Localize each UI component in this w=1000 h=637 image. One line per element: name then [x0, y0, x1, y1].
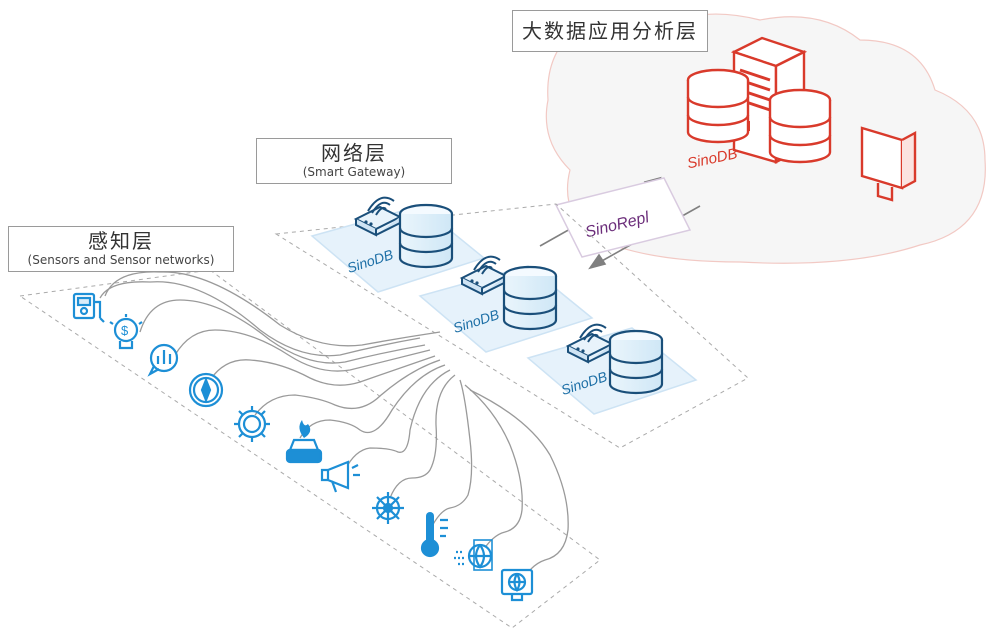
globe-stream-icon	[454, 539, 493, 571]
network-layer-title: 网络层	[321, 141, 387, 165]
gateway-node-1: SinoDB	[310, 196, 486, 293]
sensor-connection-lines	[99, 271, 569, 586]
globe-screen-icon	[500, 568, 534, 602]
network-layer-region	[274, 203, 749, 449]
red-database-icon	[686, 68, 750, 144]
cloud-layer-title-box: 大数据应用分析层	[512, 10, 708, 52]
network-layer-title-box: 网络层 (Smart Gateway)	[256, 138, 452, 184]
gear-icon	[234, 406, 270, 442]
megaphone-icon	[320, 460, 360, 493]
monitor-icon	[860, 126, 917, 202]
thermometer-icon	[420, 512, 448, 558]
compass-icon	[188, 372, 224, 408]
chat-bar-chart-icon	[147, 343, 179, 377]
sensor-layer-subtitle: (Sensors and Sensor networks)	[27, 253, 215, 267]
sinorepl-box	[554, 177, 692, 258]
sensor-layer-region	[18, 269, 601, 629]
gateway-node-3: SinoDB	[526, 323, 698, 415]
sensor-layer-title-box: 感知层 (Sensors and Sensor networks)	[8, 226, 234, 272]
lightbulb-dollar-icon: $	[109, 314, 143, 350]
red-database-icon	[768, 88, 832, 164]
network-layer-subtitle: (Smart Gateway)	[302, 165, 406, 179]
gateway-node-2: SinoDB	[418, 255, 594, 353]
cloud-layer-title: 大数据应用分析层	[522, 19, 698, 43]
sensor-layer-title: 感知层	[88, 229, 154, 253]
ship-wheel-icon	[372, 492, 404, 524]
multimeter-icon	[72, 292, 105, 323]
car-fire-icon	[285, 420, 323, 464]
svg-text:$: $	[121, 323, 129, 338]
